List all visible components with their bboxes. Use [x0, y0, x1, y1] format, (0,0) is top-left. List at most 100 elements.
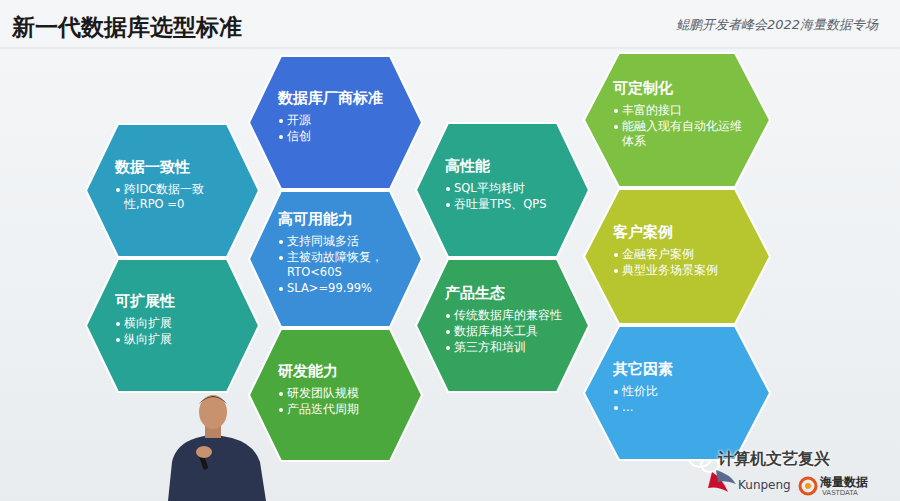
hexagon-box: 其它因素性价比…	[583, 325, 771, 461]
hexagon-heading: 研发能力	[278, 362, 403, 381]
hexagon-content: 客户案例金融客户案例典型业务场景案例	[613, 223, 751, 278]
bullet-text: 金融客户案例	[622, 247, 694, 262]
bullet-row: 信创	[278, 129, 403, 144]
bullet-text: 能融入现有自动化运维 体系	[622, 119, 751, 149]
header-rule	[0, 48, 900, 49]
hexagon-heading: 可定制化	[613, 79, 751, 98]
hexagon-fill	[249, 191, 422, 327]
hexagon-heading: 可扩展性	[115, 292, 240, 311]
bullet-dot	[116, 322, 120, 326]
bullet-row: 典型业务场景案例	[613, 263, 751, 278]
bullet-row: 丰富的接口	[613, 103, 751, 118]
logo-text: Kunpeng	[738, 478, 791, 492]
bullet-text: 传统数据库的兼容性	[454, 308, 562, 323]
bullet-row: 能融入现有自动化运维 体系	[613, 119, 751, 149]
bullet-text: 主被动故障恢复， RTO<60S	[287, 250, 403, 280]
hexagon-box: 产品生态传统数据库的兼容性数据库相关工具第三方和培训	[415, 258, 590, 393]
bullet-text: 研发团队规模	[287, 386, 359, 401]
bullet-dot	[446, 346, 450, 350]
hexagon-content: 数据一致性跨IDC数据一致性,RPO =0	[115, 158, 240, 212]
bullet-row: 跨IDC数据一致性,RPO =0	[115, 182, 240, 212]
hexagon-fill	[584, 53, 770, 187]
watermark: 计算机文艺复兴	[718, 449, 830, 470]
bullet-text: 吞吐量TPS、QPS	[454, 197, 547, 212]
bullet-dot	[614, 406, 618, 410]
hexagon-content: 高可用能力支持同城多活主被动故障恢复， RTO<60SSLA>=99.99%	[278, 210, 403, 296]
hexagon-box: 可扩展性横向扩展纵向扩展	[85, 258, 260, 393]
bullet-dot	[446, 330, 450, 334]
bullet-row: 产品迭代周期	[278, 402, 403, 417]
speaker-figure	[168, 395, 266, 501]
hexagon-fill	[86, 124, 259, 257]
bullet-row: 传统数据库的兼容性	[445, 308, 570, 323]
bullet-row: 纵向扩展	[115, 332, 240, 347]
bullet-row: 性价比	[613, 384, 751, 399]
bullet-row: 研发团队规模	[278, 386, 403, 401]
bullet-dot	[279, 287, 283, 291]
hexagon-box: 高可用能力支持同城多活主被动故障恢复， RTO<60SSLA>=99.99%	[248, 190, 423, 328]
bullet-dot	[116, 188, 120, 192]
bullet-dot	[446, 314, 450, 318]
kunpeng-logo	[708, 470, 736, 492]
hexagon-box: 高性能 SQL平均耗时吞吐量TPS、QPS	[415, 122, 590, 258]
hexagon-box: 数据库厂商标准开源信创	[248, 55, 423, 190]
bullet-text: 典型业务场景案例	[622, 263, 718, 278]
hexagon-heading: 高可用能力	[278, 210, 403, 229]
bullet-text: SLA>=99.99%	[287, 281, 372, 296]
bullet-dot	[116, 338, 120, 342]
bullet-dot	[279, 135, 283, 139]
bullet-row: SQL平均耗时	[445, 181, 570, 196]
hexagon-fill	[249, 56, 422, 189]
bullet-row: 金融客户案例	[613, 247, 751, 262]
bullet-dot	[279, 119, 283, 123]
bullet-dot	[614, 125, 618, 129]
bullet-dot	[279, 408, 283, 412]
event-name: 鲲鹏开发者峰会2022海量数据专场	[676, 16, 878, 34]
hexagon-heading: 其它因素	[613, 360, 751, 379]
bullet-text: 支持同城多活	[287, 234, 359, 249]
hexagon-fill	[416, 123, 589, 257]
bullet-text: 开源	[287, 113, 311, 128]
bullet-dot	[614, 253, 618, 257]
bullet-dot	[279, 392, 283, 396]
hexagon-shape	[248, 55, 423, 190]
bullet-text: …	[622, 400, 634, 415]
hexagon-box: 客户案例金融客户案例典型业务场景案例	[583, 188, 771, 325]
bullet-row: 横向扩展	[115, 316, 240, 331]
hexagon-content: 产品生态传统数据库的兼容性数据库相关工具第三方和培训	[445, 284, 570, 355]
hexagon-fill	[249, 329, 422, 461]
bullet-row: 开源	[278, 113, 403, 128]
bullet-text: 性价比	[622, 384, 658, 399]
bullet-dot	[614, 269, 618, 273]
hexagon-box: 可定制化丰富的接口能融入现有自动化运维 体系	[583, 52, 771, 188]
hexagon-content: 高性能 SQL平均耗时吞吐量TPS、QPS	[445, 157, 570, 212]
bullet-row: 支持同城多活	[278, 234, 403, 249]
bullet-text: 跨IDC数据一致性,RPO =0	[124, 182, 240, 212]
hexagon-content: 研发能力研发团队规模产品迭代周期	[278, 362, 403, 417]
bullet-text: 第三方和培训	[454, 340, 526, 355]
hexagon-fill	[86, 259, 259, 392]
hexagon-content: 数据库厂商标准开源信创	[278, 89, 403, 144]
bullet-text: 纵向扩展	[124, 332, 172, 347]
hexagon-heading: 客户案例	[613, 223, 751, 242]
bullet-dot	[446, 187, 450, 191]
bullet-dot	[614, 109, 618, 113]
hexagon-box: 研发能力研发团队规模产品迭代周期	[248, 328, 423, 462]
hexagon-fill	[584, 326, 770, 460]
hexagon-heading: 数据一致性	[115, 158, 240, 177]
bullet-text: 信创	[287, 129, 311, 144]
hexagon-heading: 高性能	[445, 157, 570, 176]
bullet-row: 数据库相关工具	[445, 324, 570, 339]
bullet-text: 丰富的接口	[622, 103, 682, 118]
hexagon-content: 可扩展性横向扩展纵向扩展	[115, 292, 240, 347]
hexagon-heading: 产品生态	[445, 284, 570, 303]
bullet-row: 主被动故障恢复， RTO<60S	[278, 250, 403, 280]
hexagon-box: 数据一致性跨IDC数据一致性,RPO =0	[85, 123, 260, 258]
logo-text: 海量数据	[820, 474, 868, 491]
bullet-text: 数据库相关工具	[454, 324, 538, 339]
logo-text: VASTDATA	[822, 489, 858, 497]
hexagon-content: 可定制化丰富的接口能融入现有自动化运维 体系	[613, 79, 751, 149]
bullet-dot	[279, 256, 283, 260]
bullet-dot	[614, 390, 618, 394]
